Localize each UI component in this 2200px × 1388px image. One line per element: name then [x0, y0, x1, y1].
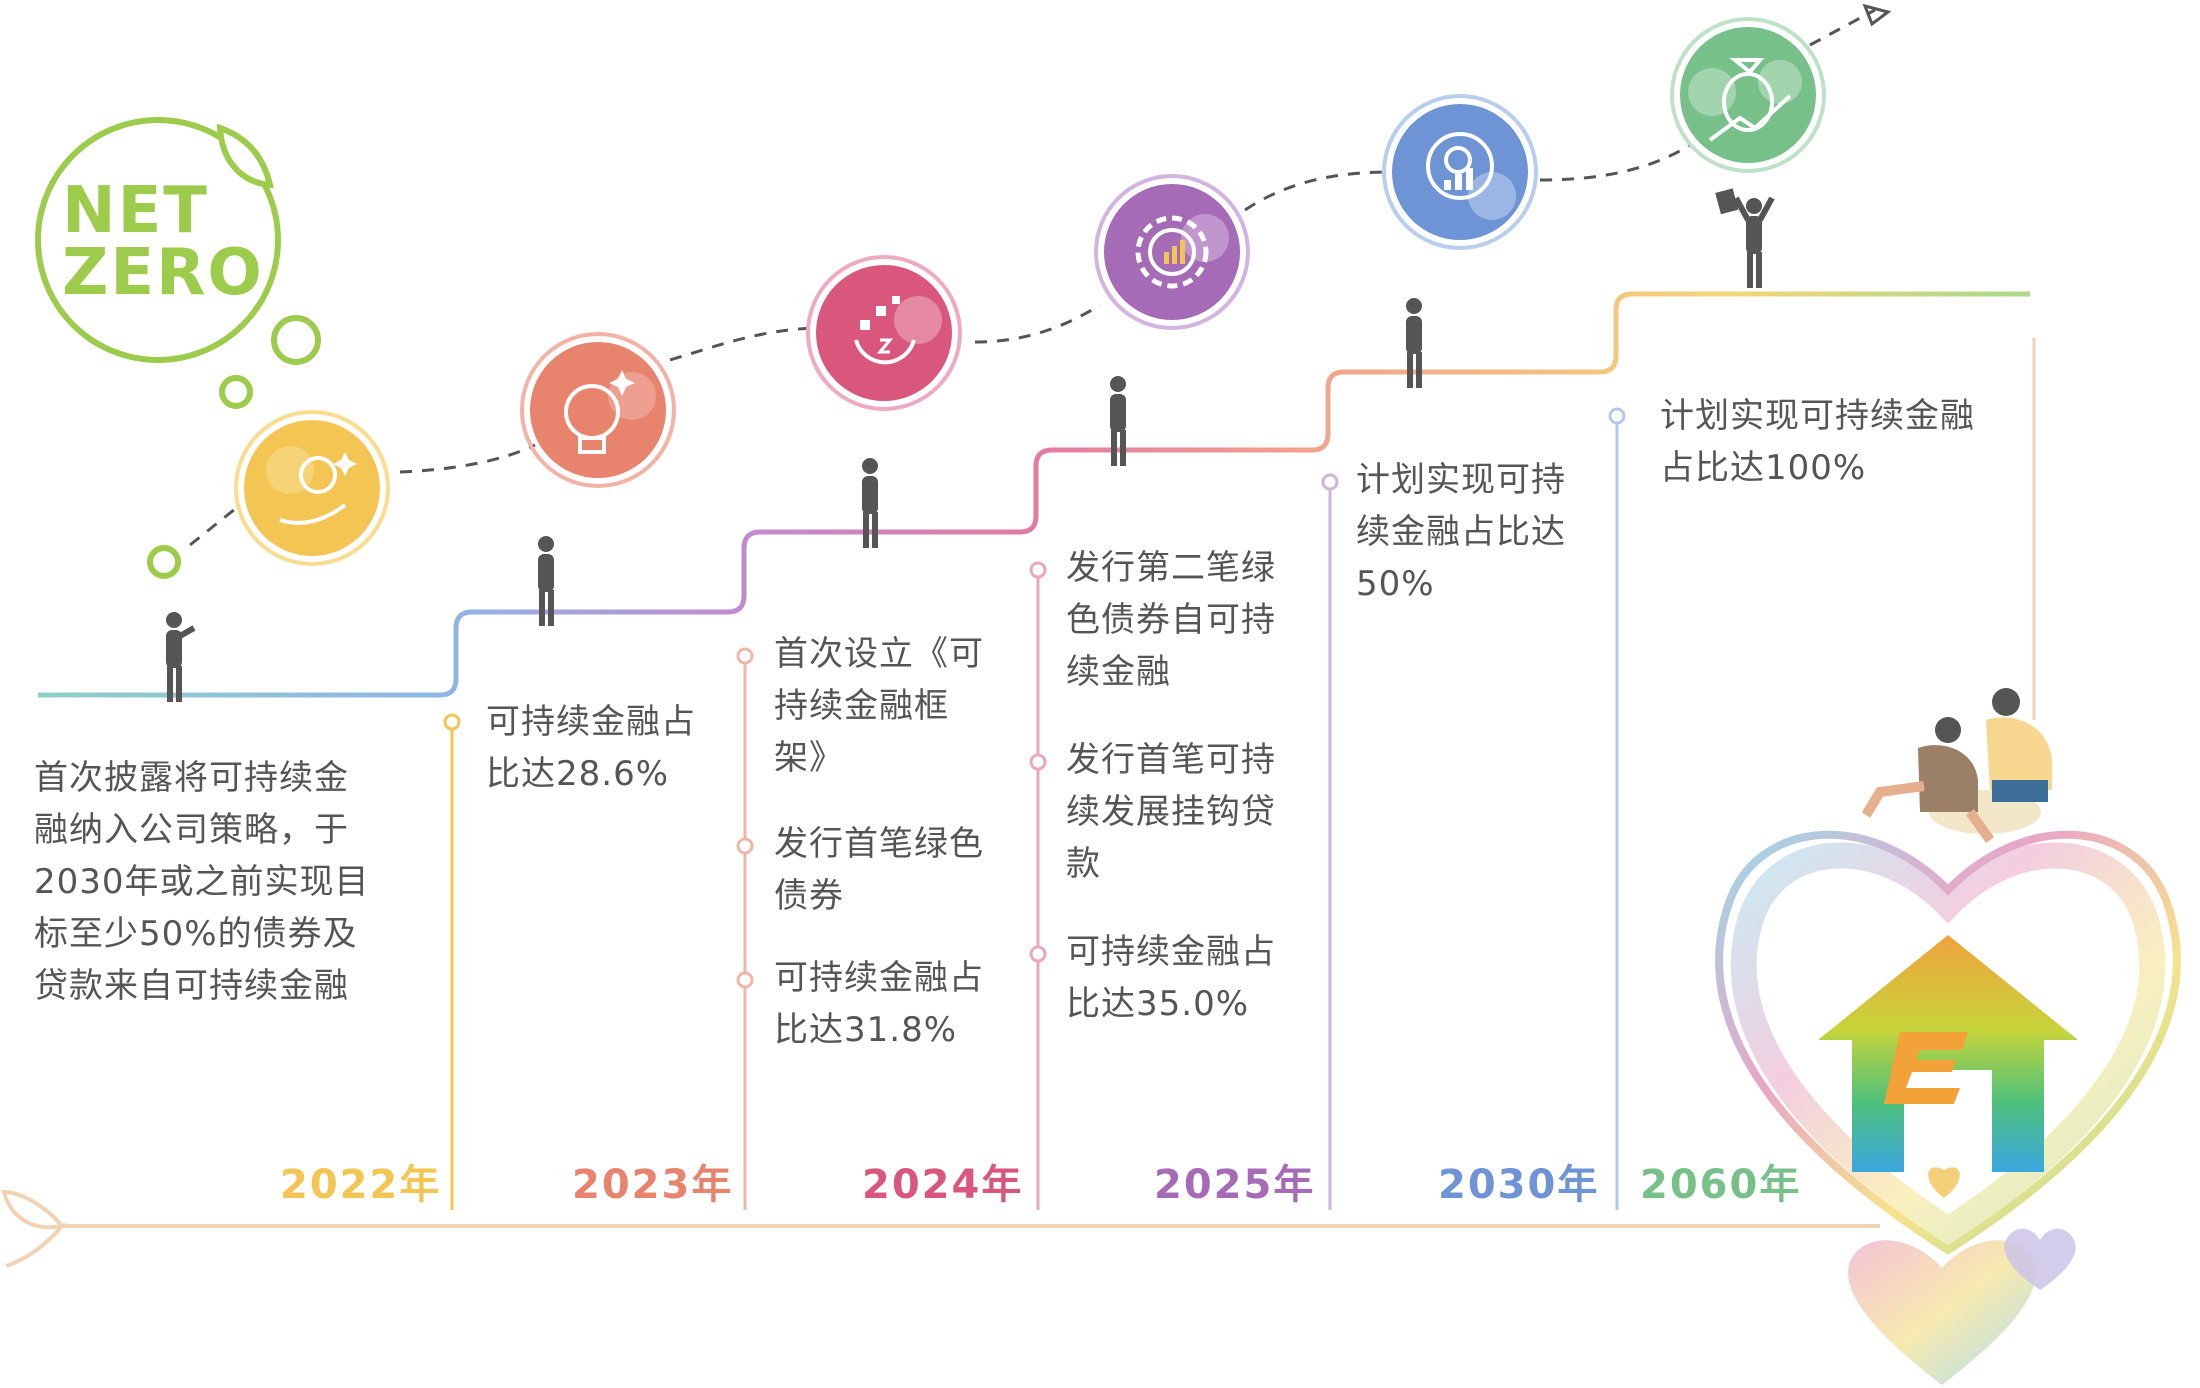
digital-finance-icon [806, 255, 962, 411]
year-label-2025: 2025年 [1154, 1162, 1316, 1208]
milestone-2030-line: 续金融占比达 [1356, 512, 1566, 552]
milestone-2023-line: 比达28.6% [486, 754, 670, 794]
lightbulb-idea-icon [520, 332, 676, 488]
milestone-2022-line: 首次披露将可持续金 [34, 758, 349, 798]
milestone-2024-line: 可持续金融占 [774, 958, 984, 998]
milestone-2030-line: 50% [1356, 564, 1435, 604]
leaf-icon [1, 1189, 68, 1268]
staircase-line [38, 291, 2030, 698]
hand-lightbulb-icon [234, 410, 390, 566]
net-zero-logo-text: NET ZERO [62, 174, 264, 310]
milestone-2024-line: 比达31.8% [774, 1010, 958, 1050]
milestone-2060-text: 计划实现可持续金融 占比达100% [1660, 390, 2020, 494]
milestone-2023-line: 可持续金融占 [486, 702, 696, 742]
milestone-2060-line: 计划实现可持续金融 [1660, 396, 1975, 436]
milestone-2025-line: 色债券自可持 [1066, 600, 1276, 640]
year-label-2024: 2024年 [862, 1162, 1024, 1208]
milestone-2024-line: 债券 [774, 876, 844, 916]
coin-growth-icon [1382, 94, 1538, 250]
milestone-2060-line: 占比达100% [1660, 448, 1867, 488]
milestone-2024-line: 发行首笔绿色 [774, 824, 984, 864]
year-label-2023: 2023年 [572, 1162, 734, 1208]
milestone-2024-line: 架》 [774, 738, 844, 778]
progress-dashed-path [189, 8, 1876, 547]
milestone-2025-line: 可持续金融占 [1066, 932, 1276, 972]
milestone-2024-line: 持续金融框 [774, 686, 949, 726]
milestone-2025-item2: 发行首笔可持 续发展挂钩贷 款 [1066, 734, 1326, 890]
milestone-2022-line: 2030年或之前实现目 [34, 862, 370, 902]
milestone-2022-text: 首次披露将可持续金 融纳入公司策略，于 2030年或之前实现目 标至少50%的债… [34, 752, 434, 1012]
house-heart-logo-icon [1715, 688, 2181, 1385]
milestone-2024-item1: 首次设立《可 持续金融框 架》 [774, 628, 1034, 784]
net-zero-logo [35, 117, 321, 579]
milestone-2025-item1: 发行第二笔绿 色债券自可持 续金融 [1066, 542, 1326, 698]
milestone-2025-line: 款 [1066, 844, 1101, 884]
milestone-2025-line: 比达35.0% [1066, 984, 1250, 1024]
arrow-head-icon [1862, 3, 1892, 27]
person-figures [166, 188, 1775, 702]
milestone-2025-line: 发行首笔可持 [1066, 740, 1276, 780]
milestone-2025-item3: 可持续金融占 比达35.0% [1066, 926, 1326, 1030]
milestone-2024-line: 首次设立《可 [774, 634, 984, 674]
milestone-2025-line: 续发展挂钩贷 [1066, 792, 1276, 832]
year-label-2022: 2022年 [280, 1162, 442, 1208]
year-markers [443, 407, 1626, 1210]
milestone-2030-line: 计划实现可持 [1356, 460, 1566, 500]
year-label-2030: 2030年 [1438, 1162, 1600, 1208]
milestone-2025-line: 续金融 [1066, 652, 1171, 692]
milestone-2030-text: 计划实现可持 续金融占比达 50% [1356, 454, 1616, 610]
net-zero-line1: NET [62, 174, 209, 248]
milestone-2022-line: 标至少50%的债券及 [34, 914, 358, 954]
net-zero-line2: ZERO [62, 236, 264, 310]
milestone-2022-line: 贷款来自可持续金融 [34, 966, 349, 1006]
milestone-2024-item2: 发行首笔绿色 债券 [774, 818, 1034, 922]
money-bag-growth-icon [1670, 17, 1826, 173]
milestone-2023-text: 可持续金融占 比达28.6% [486, 696, 746, 800]
milestone-2022-line: 融纳入公司策略，于 [34, 810, 349, 850]
year-label-2060: 2060年 [1640, 1162, 1802, 1208]
milestone-2024-item3: 可持续金融占 比达31.8% [774, 952, 1034, 1056]
milestone-2025-line: 发行第二笔绿 [1066, 548, 1276, 588]
gear-finance-icon [1094, 174, 1250, 330]
